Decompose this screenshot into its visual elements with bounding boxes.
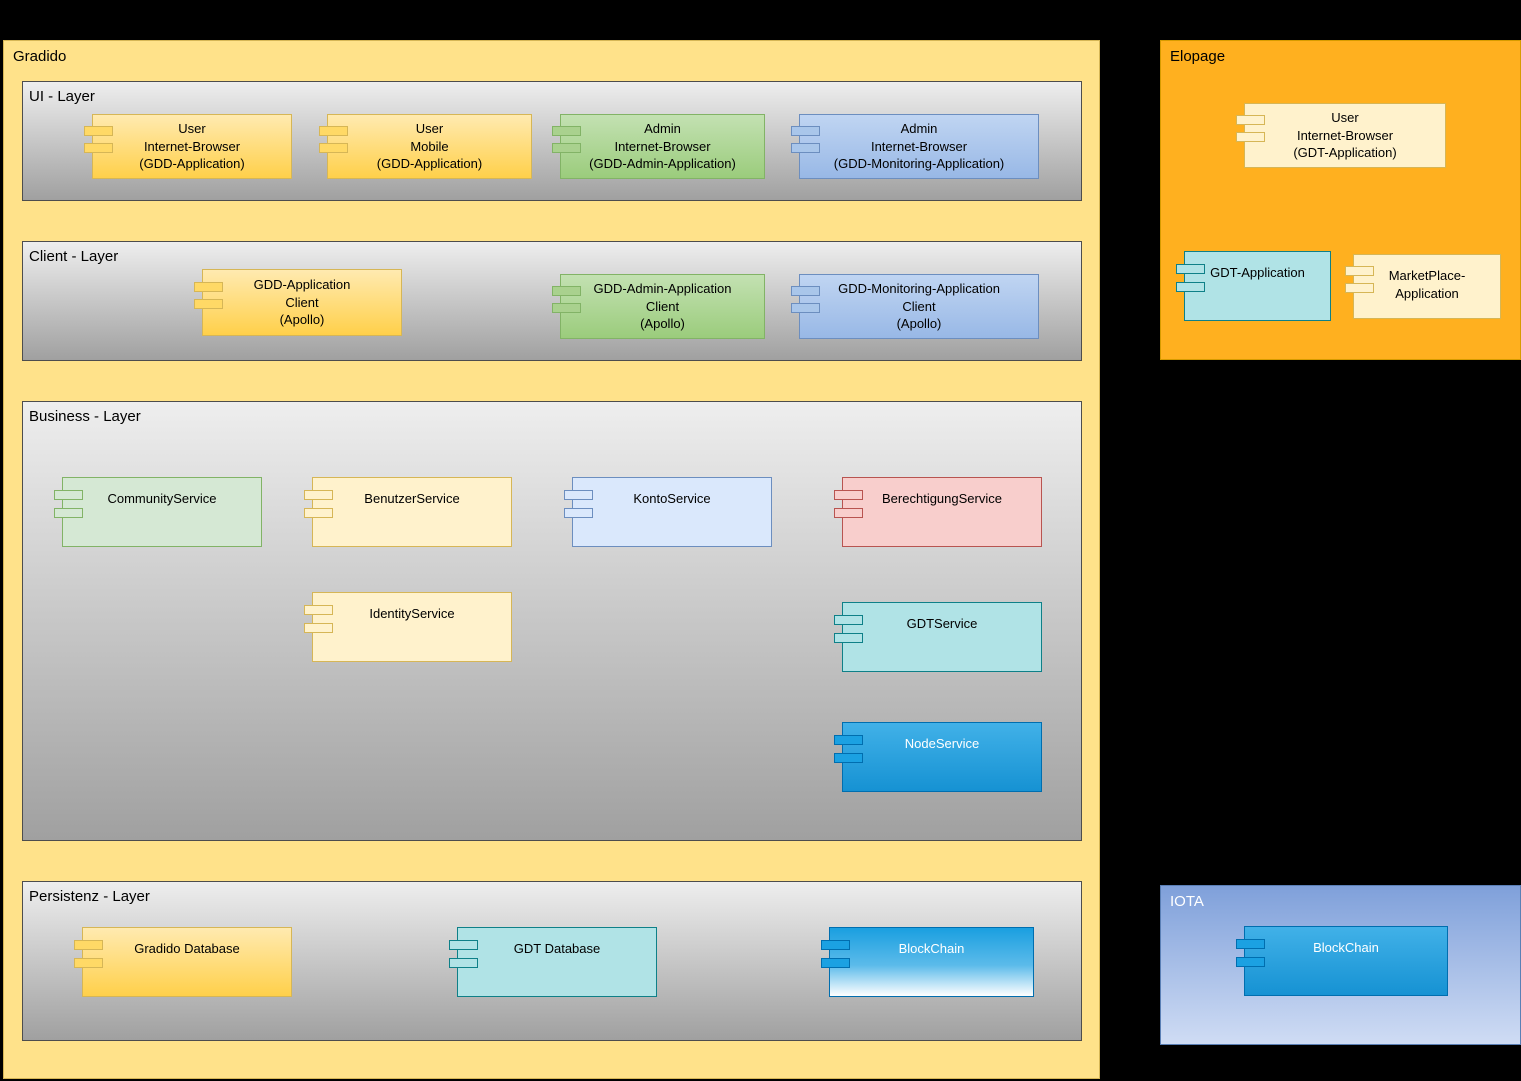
layer-client-label: Client - Layer xyxy=(29,248,119,265)
component-blockchain-iota: BlockChain xyxy=(1236,926,1448,996)
component-benutzerservice: BenutzerService xyxy=(304,477,512,547)
component-user-internet-browser-gdd: User Internet-Browser (GDD-Application) xyxy=(84,114,292,179)
component-label: GDD-Admin-Application Client (Apollo) xyxy=(593,281,732,332)
component-tab-icon xyxy=(74,957,103,968)
container-elopage-label: Elopage xyxy=(1170,48,1226,65)
component-tab-icon xyxy=(1236,131,1265,142)
container-gradido: Gradido UI - Layer User Internet-Browser… xyxy=(3,40,1100,1079)
component-tab-icon xyxy=(54,490,83,501)
component-tab-icon xyxy=(552,126,581,137)
component-tab-icon xyxy=(84,126,113,137)
component-user-mobile-gdd: User Mobile (GDD-Application) xyxy=(319,114,532,179)
component-tab-icon xyxy=(834,507,863,518)
container-gradido-label: Gradido xyxy=(13,48,67,65)
component-gdt-application: GDT-Application xyxy=(1176,251,1331,321)
component-tab-icon xyxy=(84,142,113,153)
component-label: CommunityService xyxy=(107,491,217,506)
component-tab-icon xyxy=(834,632,863,643)
component-label: KontoService xyxy=(633,491,711,506)
component-tab-icon xyxy=(1345,266,1374,277)
component-tab-icon xyxy=(564,507,593,518)
component-tab-icon xyxy=(1176,281,1205,292)
component-marketplace-application: MarketPlace- Application xyxy=(1345,254,1501,319)
component-gdt-database: GDT Database xyxy=(449,927,657,997)
component-label: BenutzerService xyxy=(364,491,460,506)
component-tab-icon xyxy=(319,142,348,153)
component-communityservice: CommunityService xyxy=(54,477,262,547)
component-tab-icon xyxy=(821,940,850,951)
layer-ui: UI - Layer User Internet-Browser (GDD-Ap… xyxy=(22,81,1082,201)
layer-business: Business - Layer CommunityService Benutz… xyxy=(22,401,1082,841)
component-tab-icon xyxy=(791,302,820,313)
component-tab-icon xyxy=(1236,956,1265,967)
container-elopage: Elopage User Internet-Browser (GDT-Appli… xyxy=(1160,40,1521,360)
component-gradido-database: Gradido Database xyxy=(74,927,292,997)
component-label: BlockChain xyxy=(1313,940,1379,955)
component-blockchain-persistenz: BlockChain xyxy=(821,927,1034,997)
component-nodeservice: NodeService xyxy=(834,722,1042,792)
component-tab-icon xyxy=(1345,282,1374,293)
component-label: BerechtigungService xyxy=(882,491,1002,506)
component-tab-icon xyxy=(791,286,820,297)
component-label: GDTService xyxy=(906,616,978,631)
component-tab-icon xyxy=(1236,939,1265,950)
component-tab-icon xyxy=(834,615,863,626)
component-label: IdentityService xyxy=(369,606,455,621)
layer-persistenz-label: Persistenz - Layer xyxy=(29,888,150,905)
component-tab-icon xyxy=(791,126,820,137)
component-gdd-monitoring-application-client: GDD-Monitoring-Application Client (Apoll… xyxy=(791,274,1039,339)
component-tab-icon xyxy=(1176,264,1205,275)
layer-business-label: Business - Layer xyxy=(29,408,141,425)
component-tab-icon xyxy=(74,940,103,951)
component-tab-icon xyxy=(194,281,223,292)
layer-persistenz: Persistenz - Layer Gradido Database GDT … xyxy=(22,881,1082,1041)
component-label: NodeService xyxy=(904,736,980,751)
component-label: GDD-Application Client (Apollo) xyxy=(253,277,351,328)
container-iota-label: IOTA xyxy=(1170,893,1204,910)
component-tab-icon xyxy=(834,735,863,746)
component-tab-icon xyxy=(304,622,333,633)
component-tab-icon xyxy=(304,507,333,518)
component-tab-icon xyxy=(54,507,83,518)
component-gdtservice: GDTService xyxy=(834,602,1042,672)
component-tab-icon xyxy=(194,298,223,309)
component-label: User Internet-Browser (GDD-Application) xyxy=(139,121,245,172)
layer-ui-label: UI - Layer xyxy=(29,88,95,105)
component-label: MarketPlace- Application xyxy=(1388,268,1466,301)
component-label: GDT-Application xyxy=(1210,265,1305,280)
component-tab-icon xyxy=(449,957,478,968)
component-identityservice: IdentityService xyxy=(304,592,512,662)
component-gdd-application-client: GDD-Application Client (Apollo) xyxy=(194,269,402,336)
component-kontoservice: KontoService xyxy=(564,477,772,547)
component-tab-icon xyxy=(791,142,820,153)
component-label: User Mobile (GDD-Application) xyxy=(376,121,483,172)
container-iota: IOTA BlockChain xyxy=(1160,885,1521,1045)
component-label: Gradido Database xyxy=(134,941,240,956)
component-user-internet-browser-gdt: User Internet-Browser (GDT-Application) xyxy=(1236,103,1446,168)
component-label: Admin Internet-Browser (GDD-Monitoring-A… xyxy=(833,121,1005,172)
component-tab-icon xyxy=(304,490,333,501)
component-tab-icon xyxy=(834,752,863,763)
component-berechtigungservice: BerechtigungService xyxy=(834,477,1042,547)
layer-client: Client - Layer GDD-Application Client (A… xyxy=(22,241,1082,361)
component-label: GDT Database xyxy=(513,941,601,956)
component-tab-icon xyxy=(552,142,581,153)
component-admin-internet-browser-gdd-monitoring: Admin Internet-Browser (GDD-Monitoring-A… xyxy=(791,114,1039,179)
component-label: Admin Internet-Browser (GDD-Admin-Applic… xyxy=(589,121,736,172)
component-label: User Internet-Browser (GDT-Application) xyxy=(1293,110,1397,161)
component-admin-internet-browser-gdd-admin: Admin Internet-Browser (GDD-Admin-Applic… xyxy=(552,114,765,179)
component-label: BlockChain xyxy=(898,941,965,956)
component-tab-icon xyxy=(552,302,581,313)
component-tab-icon xyxy=(834,490,863,501)
component-tab-icon xyxy=(304,605,333,616)
component-tab-icon xyxy=(552,286,581,297)
component-tab-icon xyxy=(319,126,348,137)
component-tab-icon xyxy=(564,490,593,501)
component-tab-icon xyxy=(1236,115,1265,126)
component-tab-icon xyxy=(821,957,850,968)
component-label: GDD-Monitoring-Application Client (Apoll… xyxy=(838,281,1000,332)
component-gdd-admin-application-client: GDD-Admin-Application Client (Apollo) xyxy=(552,274,765,339)
component-tab-icon xyxy=(449,940,478,951)
